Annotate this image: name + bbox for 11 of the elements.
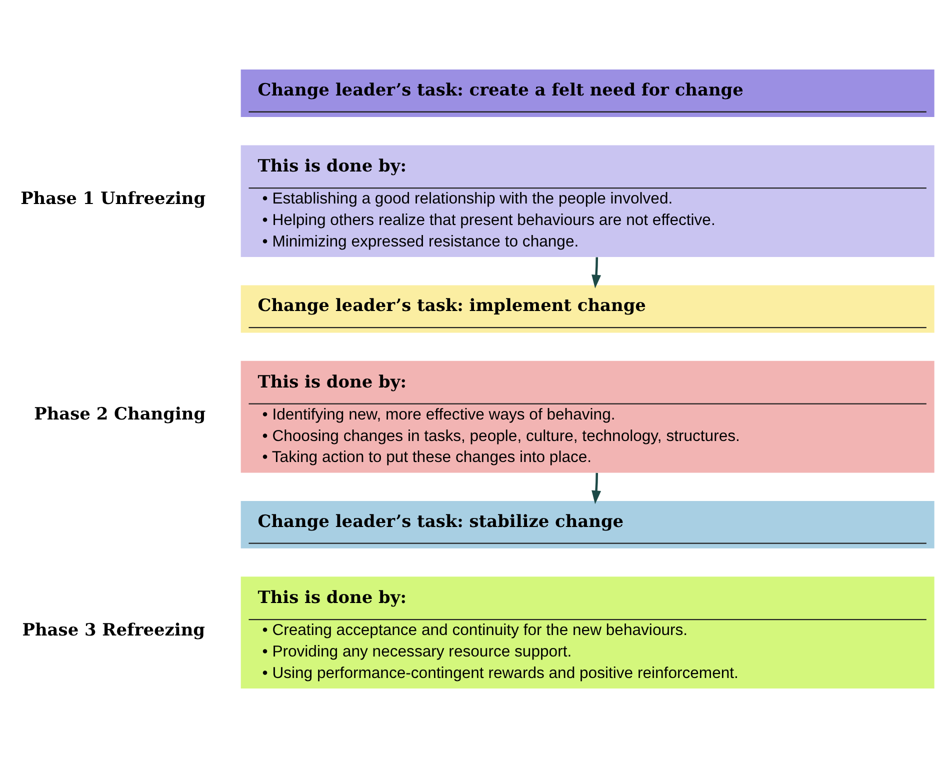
node-box: This is done by: • Establishing a good relationship with the people involved. • Helping others realize that present behaviours are not effective. • Minimizing expressed resistance to change. xyxy=(240,145,934,258)
node-box: Change leader’s task: stabilize change xyxy=(240,500,934,548)
node-box: Change leader’s task: create a felt need for change xyxy=(240,70,934,117)
node-box: This is done by: • Creating acceptance and continuity for the new behaviours. • Providing any necessary resource support. • Using performance-contingent rewards and positive reinforcement. xyxy=(240,576,934,688)
node-box: This is done by: • Identifying new, more effective ways of behaving. • Choosing changes in tasks, people, culture, technology, structures. • Taking action to put these changes into place. xyxy=(240,360,934,473)
node-label: Phase 3 Refreezing xyxy=(22,619,206,640)
arrow xyxy=(592,472,602,504)
node-label: Phase 1 Unfreezing xyxy=(20,188,206,208)
node-label: Phase 2 Changing xyxy=(34,404,206,424)
arrow xyxy=(592,257,602,288)
node-box: Change leader’s task: implement change xyxy=(240,285,934,333)
